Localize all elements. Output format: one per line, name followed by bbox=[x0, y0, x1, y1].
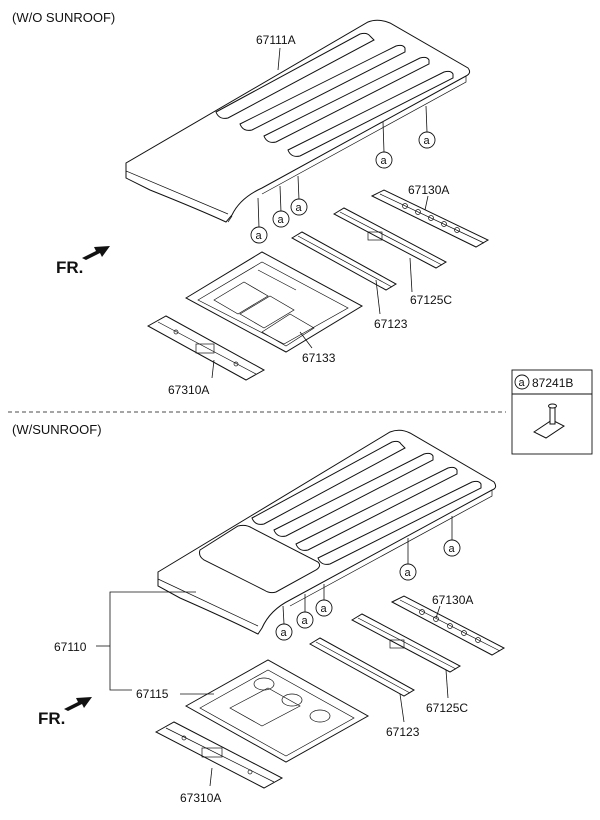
callout-a-bottom-3: a bbox=[315, 584, 333, 617]
svg-text:a: a bbox=[302, 615, 309, 627]
svg-text:a: a bbox=[278, 214, 285, 226]
sunroof-frame-67115 bbox=[184, 659, 370, 763]
svg-text:a: a bbox=[424, 135, 431, 147]
label-67111a: 67111A bbox=[256, 33, 296, 47]
frame-67133 bbox=[184, 251, 364, 353]
label-67133: 67133 bbox=[302, 351, 336, 365]
section-title-with-sunroof: (W/SUNROOF) bbox=[12, 422, 102, 437]
callout-a-top-1: a bbox=[250, 197, 268, 244]
label-67310a-bottom: 67310A bbox=[180, 791, 221, 805]
svg-text:a: a bbox=[321, 603, 328, 615]
roof-panel-with-sunroof bbox=[157, 429, 497, 635]
label-67123-bottom: 67123 bbox=[386, 725, 420, 739]
svg-text:FR.: FR. bbox=[38, 709, 65, 728]
roof-panel-67111a bbox=[125, 19, 471, 223]
callout-a-bottom-5: a bbox=[443, 516, 461, 557]
svg-text:FR.: FR. bbox=[56, 258, 83, 277]
svg-text:a: a bbox=[296, 202, 303, 214]
label-67125c-bottom: 67125C bbox=[426, 701, 468, 715]
header-front-67310a-bottom bbox=[154, 721, 284, 789]
svg-text:a: a bbox=[405, 567, 412, 579]
callout-a-bottom-4: a bbox=[399, 538, 417, 581]
label-67110: 67110 bbox=[54, 640, 87, 654]
front-direction-arrow-top: FR. bbox=[56, 246, 110, 277]
label-67123-top: 67123 bbox=[374, 317, 408, 331]
svg-text:a: a bbox=[449, 543, 456, 555]
svg-text:a: a bbox=[519, 377, 526, 389]
callout-a-bottom-2: a bbox=[296, 594, 314, 629]
callout-a-bottom-1: a bbox=[275, 605, 293, 641]
rail-front-67123 bbox=[290, 231, 398, 291]
label-67115: 67115 bbox=[136, 687, 169, 701]
rail-rear-67130a bbox=[370, 189, 490, 248]
callout-a-top-5: a bbox=[418, 105, 436, 149]
callout-a-top-4: a bbox=[375, 121, 393, 169]
svg-text:a: a bbox=[381, 155, 388, 167]
rail-front-67123-bottom bbox=[308, 637, 416, 697]
label-67130a-top: 67130A bbox=[408, 183, 449, 197]
label-67125c-top: 67125C bbox=[410, 293, 452, 307]
svg-text:a: a bbox=[281, 627, 288, 639]
label-67130a-bottom: 67130A bbox=[432, 593, 473, 607]
svg-text:a: a bbox=[256, 230, 263, 242]
section-title-without-sunroof: (W/O SUNROOF) bbox=[12, 10, 115, 25]
label-87241b: 87241B bbox=[532, 376, 573, 390]
front-direction-arrow-bottom: FR. bbox=[38, 697, 92, 728]
callout-a-top-3: a bbox=[290, 175, 308, 216]
rail-rear-67130a-bottom bbox=[390, 595, 506, 656]
header-front-67310a bbox=[146, 315, 266, 381]
label-67110-bracket bbox=[96, 591, 196, 691]
rail-mid-67125c-bottom bbox=[350, 613, 462, 673]
clip-legend-87241b: a 87241B bbox=[511, 369, 593, 455]
label-67310a-top: 67310A bbox=[168, 383, 209, 397]
rail-mid-67125c bbox=[332, 207, 448, 269]
callout-a-top-2: a bbox=[272, 185, 290, 228]
